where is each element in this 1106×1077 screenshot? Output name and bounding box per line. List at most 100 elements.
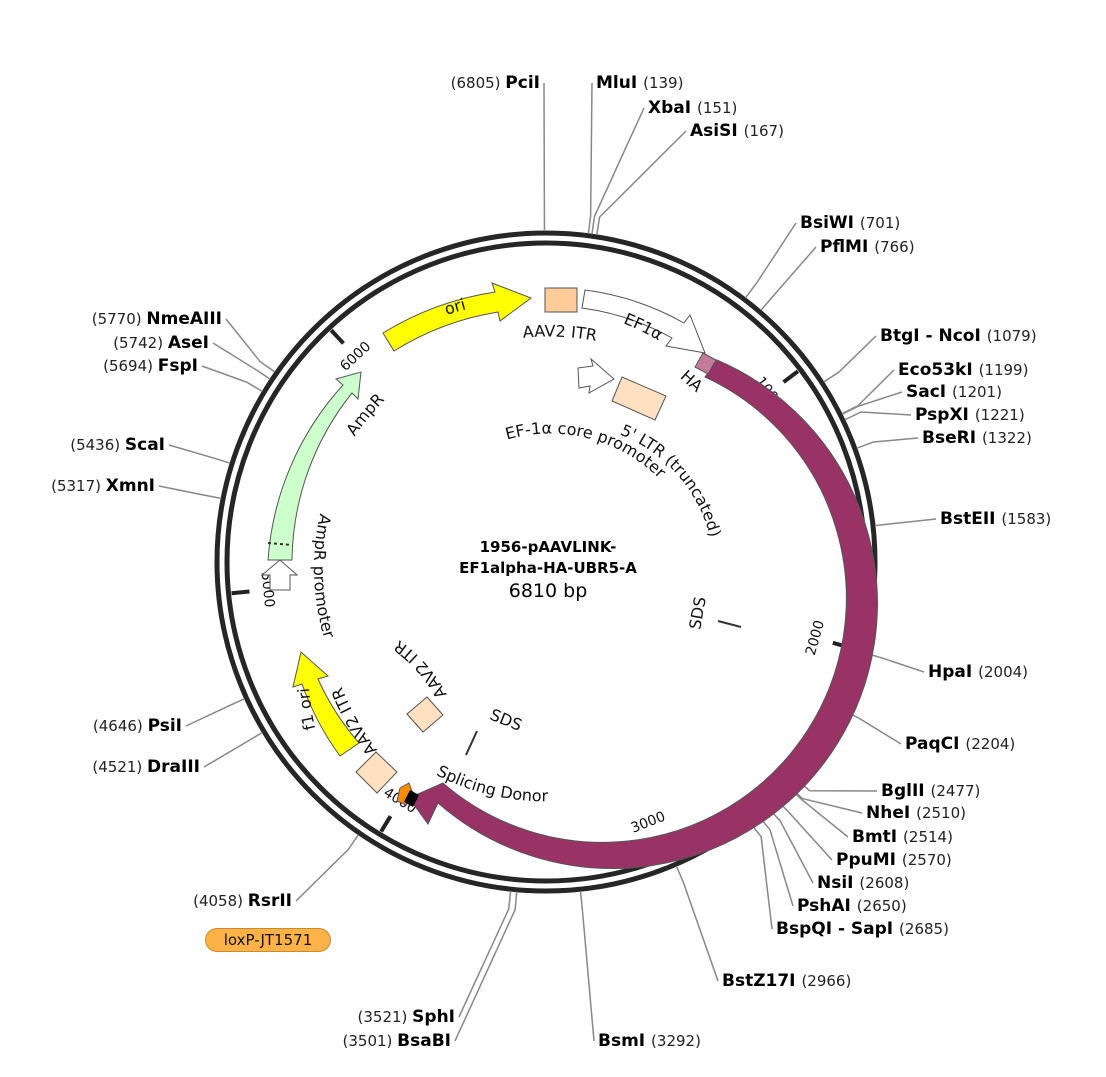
site-position: (4058) (193, 892, 248, 910)
site-name: HpaI (928, 662, 978, 682)
restriction-site-label[interactable]: BstZ17I (2966) (722, 971, 851, 991)
restriction-site-label[interactable]: (4521) DraIII (92, 757, 200, 777)
ha-feature[interactable] (694, 352, 717, 375)
site-leader-line (856, 437, 919, 449)
site-leader-line (295, 834, 360, 902)
site-position: (2477) (931, 782, 981, 800)
restriction-site-label[interactable]: (5317) XmnI (51, 476, 155, 496)
site-position: (3292) (651, 1032, 701, 1050)
restriction-site-label[interactable]: BsiWI (701) (800, 213, 900, 233)
site-position: (3501) (343, 1032, 398, 1050)
site-name: BtgI - NcoI (880, 326, 987, 346)
restriction-site-label[interactable]: BseRI (1322) (922, 428, 1032, 448)
site-leader-line (823, 335, 877, 383)
restriction-site-label[interactable]: (5436) ScaI (70, 435, 165, 455)
plasmid-size: 6810 bp (509, 580, 588, 602)
site-name: PciI (505, 73, 540, 93)
site-position: (2004) (978, 663, 1028, 681)
restriction-site-label[interactable]: PpuMI (2570) (836, 850, 952, 870)
sds-2-marker[interactable] (465, 730, 478, 756)
site-leader-line (458, 891, 512, 1018)
site-name: NheI (866, 803, 916, 823)
site-name: BsiWI (800, 213, 860, 233)
restriction-site-label[interactable]: Eco53kI (1199) (898, 360, 1028, 380)
site-name: AseI (168, 333, 209, 353)
restriction-site-label[interactable]: PshAI (2650) (797, 896, 907, 916)
site-position: (2204) (965, 735, 1015, 753)
site-name: NmeAIII (146, 309, 222, 329)
restriction-site-label[interactable]: (6805) PciI (451, 73, 540, 93)
site-leader-line (212, 342, 271, 380)
tick-label: 2000 (803, 619, 828, 658)
restriction-site-label[interactable]: SacI (1201) (906, 382, 1002, 402)
restriction-site-label[interactable]: PspXI (1221) (915, 405, 1025, 425)
aav2-itr-top-label: AAV2 ITR (522, 322, 598, 345)
restriction-site-label[interactable]: AsiSI (167) (690, 121, 784, 141)
site-name: BstEII (940, 509, 1001, 529)
restriction-site-label[interactable]: XbaI (151) (648, 98, 737, 118)
restriction-site-label[interactable]: NsiI (2608) (817, 873, 909, 893)
ampr-promoter-feature[interactable] (260, 559, 299, 591)
ef1a-core-feature[interactable] (577, 357, 615, 394)
site-name: BseRI (922, 428, 982, 448)
restriction-site-label[interactable]: NheI (2510) (866, 803, 966, 823)
aav2-itr-bottom-feature[interactable] (355, 751, 398, 794)
site-leader-line (864, 652, 925, 673)
site-name: PpuMI (836, 850, 902, 870)
site-leader-line (587, 82, 593, 234)
restriction-site-label[interactable]: (5770) NmeAIII (92, 309, 222, 329)
site-name: MluI (596, 73, 643, 93)
site-name: RsrII (248, 891, 292, 911)
sds-2-label: SDS (487, 705, 524, 735)
aav2-itr-top-feature[interactable] (544, 287, 578, 313)
site-name: XmnI (106, 476, 155, 496)
f1-ori-feature[interactable] (292, 651, 360, 757)
ampr-feature[interactable] (267, 371, 362, 561)
ori-feature[interactable] (382, 282, 533, 352)
site-name: BglII (881, 781, 931, 801)
restriction-site-label[interactable]: (5694) FspI (103, 356, 198, 376)
site-position: (6805) (451, 74, 506, 92)
restriction-site-label[interactable]: BspQI - SapI (2685) (776, 919, 949, 939)
splice-donor-marker[interactable] (404, 790, 419, 807)
restriction-site-label[interactable]: (4058) RsrII (193, 891, 292, 911)
site-name: PflMI (820, 237, 874, 257)
restriction-site-label[interactable]: HpaI (2004) (928, 662, 1028, 682)
restriction-site-label[interactable]: (3521) SphI (358, 1007, 456, 1027)
restriction-site-label[interactable]: (3501) BsaBI (343, 1031, 452, 1051)
site-leader-line (787, 786, 849, 838)
ubr5-feature[interactable] (408, 359, 878, 869)
restriction-site-label[interactable]: BtgI - NcoI (1079) (880, 326, 1037, 346)
ltr-feature[interactable] (611, 376, 667, 421)
restriction-site-label[interactable]: MluI (139) (596, 73, 683, 93)
restriction-site-label[interactable]: (5742) AseI (113, 333, 209, 353)
sds-1-marker[interactable] (717, 620, 742, 628)
site-name: Eco53kI (898, 360, 979, 380)
site-position: (5317) (51, 477, 106, 495)
site-name: AsiSI (690, 121, 744, 141)
restriction-site-label[interactable]: (4646) PsiI (93, 716, 182, 736)
ef1a-feature[interactable] (581, 289, 706, 354)
site-leader-line (675, 865, 719, 982)
site-name: FspI (158, 356, 198, 376)
aav2-itr-inner-feature[interactable] (406, 696, 444, 733)
restriction-site-label[interactable]: PaqCI (2204) (905, 734, 1015, 754)
restriction-site-label[interactable]: BmtI (2514) (852, 827, 953, 847)
site-name: BmtI (852, 827, 903, 847)
site-leader-line (874, 518, 937, 527)
restriction-site-label[interactable]: BstEII (1583) (940, 509, 1051, 529)
tick-mark (329, 328, 345, 345)
site-labels: (6805) PciI MluI (139) XbaI (151) AsiSI (16… (51, 73, 1051, 1051)
site-name: SacI (906, 382, 952, 402)
loxp-label-box: loxP-JT1571 (205, 928, 331, 952)
restriction-site-label[interactable]: BsmI (3292) (598, 1031, 701, 1051)
tick-label: 3000 (629, 809, 668, 837)
site-position: (5742) (113, 334, 168, 352)
site-leader-line (168, 444, 231, 464)
site-position: (5436) (70, 436, 125, 454)
restriction-site-label[interactable]: BglII (2477) (881, 781, 980, 801)
site-position: (2608) (859, 874, 909, 892)
restriction-site-label[interactable]: PflMI (766) (820, 237, 915, 257)
site-leader-line (203, 731, 263, 768)
